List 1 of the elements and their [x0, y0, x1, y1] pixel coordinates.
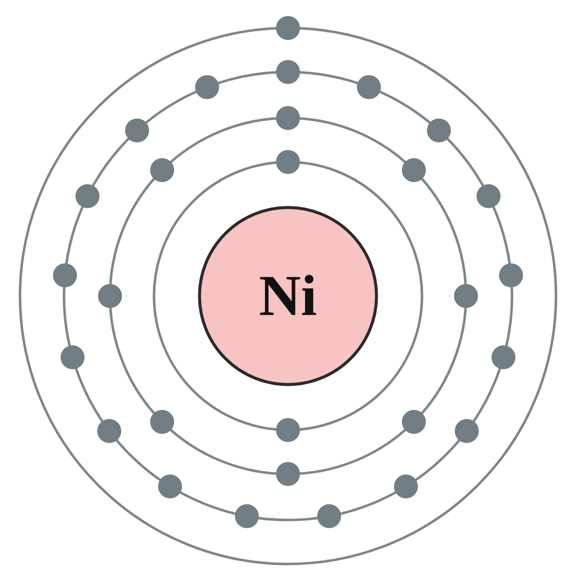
element-symbol: Ni — [259, 267, 317, 325]
